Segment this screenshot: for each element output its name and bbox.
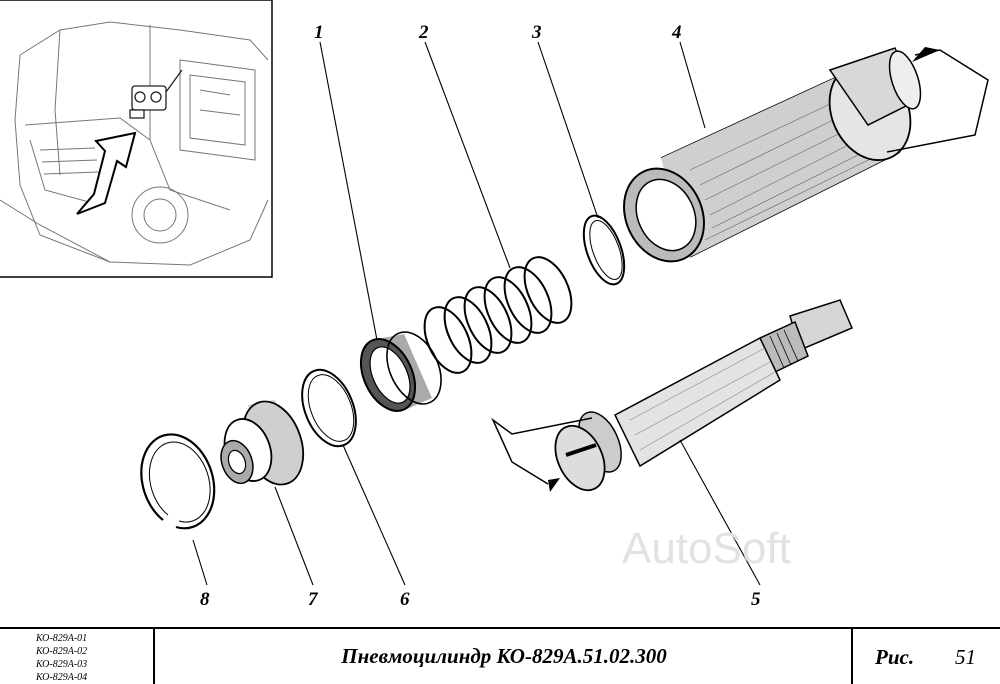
- callout-5: 5: [751, 589, 761, 610]
- callout-8: 8: [200, 589, 210, 610]
- leader-lines: [192, 41, 761, 586]
- truck-location-inset: [0, 0, 273, 278]
- part-2-spring: [423, 256, 573, 374]
- model-variant: КО-829А-04: [36, 672, 88, 683]
- location-arrow-icon: [76, 131, 137, 215]
- part-5-piston-rod: [491, 299, 853, 492]
- callout-7: 7: [308, 589, 319, 610]
- model-variants: КО-829А-01 КО-829А-02 КО-829А-03 КО-829А…: [0, 629, 155, 684]
- part-4-cylinder-body: [623, 47, 989, 263]
- model-variant: КО-829А-03: [36, 659, 88, 670]
- part-6-snap-ring: [301, 368, 357, 448]
- model-variant: КО-829А-01: [36, 633, 88, 644]
- callout-1: 1: [314, 22, 324, 43]
- watermark: AutoSoft: [622, 524, 791, 573]
- model-variant: КО-829А-02: [36, 646, 88, 657]
- callout-3: 3: [531, 22, 542, 43]
- part-1-seal-cuff: [359, 331, 442, 412]
- callout-6: 6: [400, 589, 410, 610]
- callout-4: 4: [671, 22, 682, 43]
- title-block: КО-829А-01 КО-829А-02 КО-829А-03 КО-829А…: [0, 627, 1000, 684]
- figure-label: Рис.: [875, 645, 915, 669]
- figure-reference: Рис. 51: [855, 629, 1000, 684]
- part-8-lock-ring: [140, 433, 216, 530]
- part-3-snap-ring: [582, 214, 626, 286]
- figure-number: 51: [955, 645, 976, 669]
- drawing-title: Пневмоцилиндр КО-829А.51.02.300: [157, 629, 853, 684]
- part-7-guide-bushing: [220, 400, 305, 486]
- callout-2: 2: [418, 22, 429, 43]
